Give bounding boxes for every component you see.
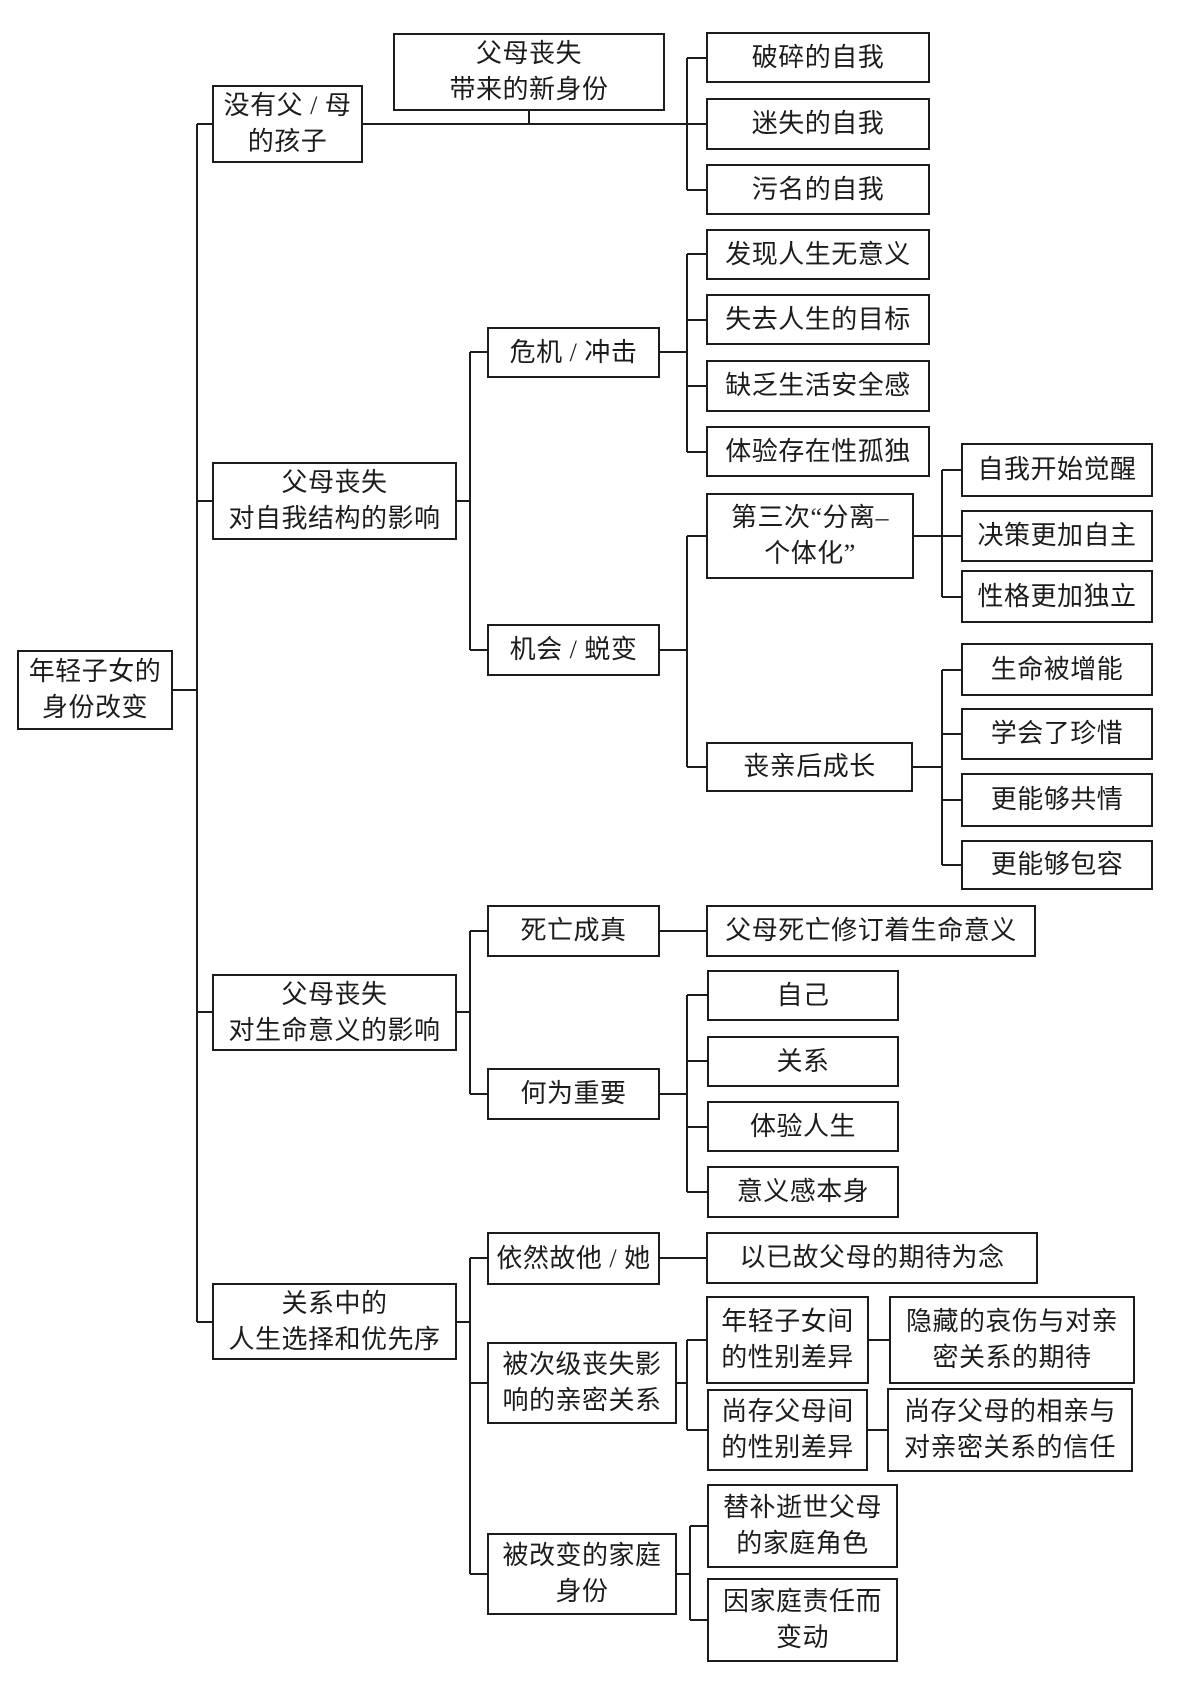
node-life-meaningless: 发现人生无意义 <box>706 229 930 280</box>
node-experience-life: 体验人生 <box>707 1101 899 1152</box>
node-existential-loneliness: 体验存在性孤独 <box>706 426 930 477</box>
node-young-children-gender-diff: 年轻子女间 的性别差异 <box>706 1296 869 1384</box>
node-surviving-parent-gender-diff: 尚存父母间 的性别差异 <box>707 1389 868 1471</box>
node-autonomous-decision: 决策更加自主 <box>961 510 1153 562</box>
node-what-matters: 何为重要 <box>487 1068 660 1120</box>
node-lack-security: 缺乏生活安全感 <box>706 360 930 412</box>
node-opportunity-transformation: 机会 / 蜕变 <box>487 624 660 676</box>
node-still-their-child: 依然故他 / 她 <box>487 1232 660 1285</box>
node-surviving-parent-trust: 尚存父母的相亲与 对亲密关系的信任 <box>887 1388 1133 1472</box>
node-lost-life-goal: 失去人生的目标 <box>706 294 930 345</box>
node-root: 年轻子女的 身份改变 <box>17 650 173 730</box>
node-life-choices: 关系中的 人生选择和优先序 <box>212 1283 457 1360</box>
node-life-meaning-impact: 父母丧失 对生命意义的影响 <box>212 974 457 1051</box>
node-meaning-itself: 意义感本身 <box>707 1166 899 1218</box>
node-crisis-shock: 危机 / 冲击 <box>487 327 660 378</box>
node-hidden-grief-expectation: 隐藏的哀伤与对亲 密关系的期待 <box>889 1296 1135 1384</box>
node-self-structure-impact: 父母丧失 对自我结构的影响 <box>212 462 457 540</box>
node-life-empowered: 生命被增能 <box>961 643 1153 696</box>
node-replace-parent-role: 替补逝世父母 的家庭角色 <box>707 1484 898 1568</box>
node-secondary-loss-intimacy: 被次级丧失影 响的亲密关系 <box>487 1342 677 1424</box>
node-learned-to-cherish: 学会了珍惜 <box>961 708 1153 760</box>
node-stigmatized-self: 污名的自我 <box>706 164 930 215</box>
node-third-separation: 第三次“分离– 个体化” <box>706 493 914 579</box>
node-death-becomes-real: 死亡成真 <box>487 905 660 957</box>
node-broken-self: 破碎的自我 <box>706 32 930 83</box>
node-more-tolerance: 更能够包容 <box>961 840 1153 890</box>
node-post-bereavement-growth: 丧亲后成长 <box>706 742 913 792</box>
node-self: 自己 <box>707 970 899 1021</box>
node-new-identity: 父母丧失 带来的新身份 <box>393 33 665 111</box>
node-deceased-parents-expectations: 以已故父母的期待为念 <box>706 1232 1038 1284</box>
node-lost-self: 迷失的自我 <box>706 98 930 150</box>
node-self-awakening: 自我开始觉醒 <box>961 443 1153 497</box>
node-changed-family-identity: 被改变的家庭 身份 <box>487 1533 677 1615</box>
node-family-duty-change: 因家庭责任而 变动 <box>707 1578 898 1662</box>
node-child-without-parent: 没有父 / 母 的孩子 <box>212 85 363 163</box>
node-death-revises-meaning: 父母死亡修订着生命意义 <box>706 905 1036 957</box>
node-independent-personality: 性格更加独立 <box>961 570 1153 623</box>
node-more-empathy: 更能够共情 <box>961 773 1153 827</box>
node-relationships: 关系 <box>707 1036 899 1087</box>
